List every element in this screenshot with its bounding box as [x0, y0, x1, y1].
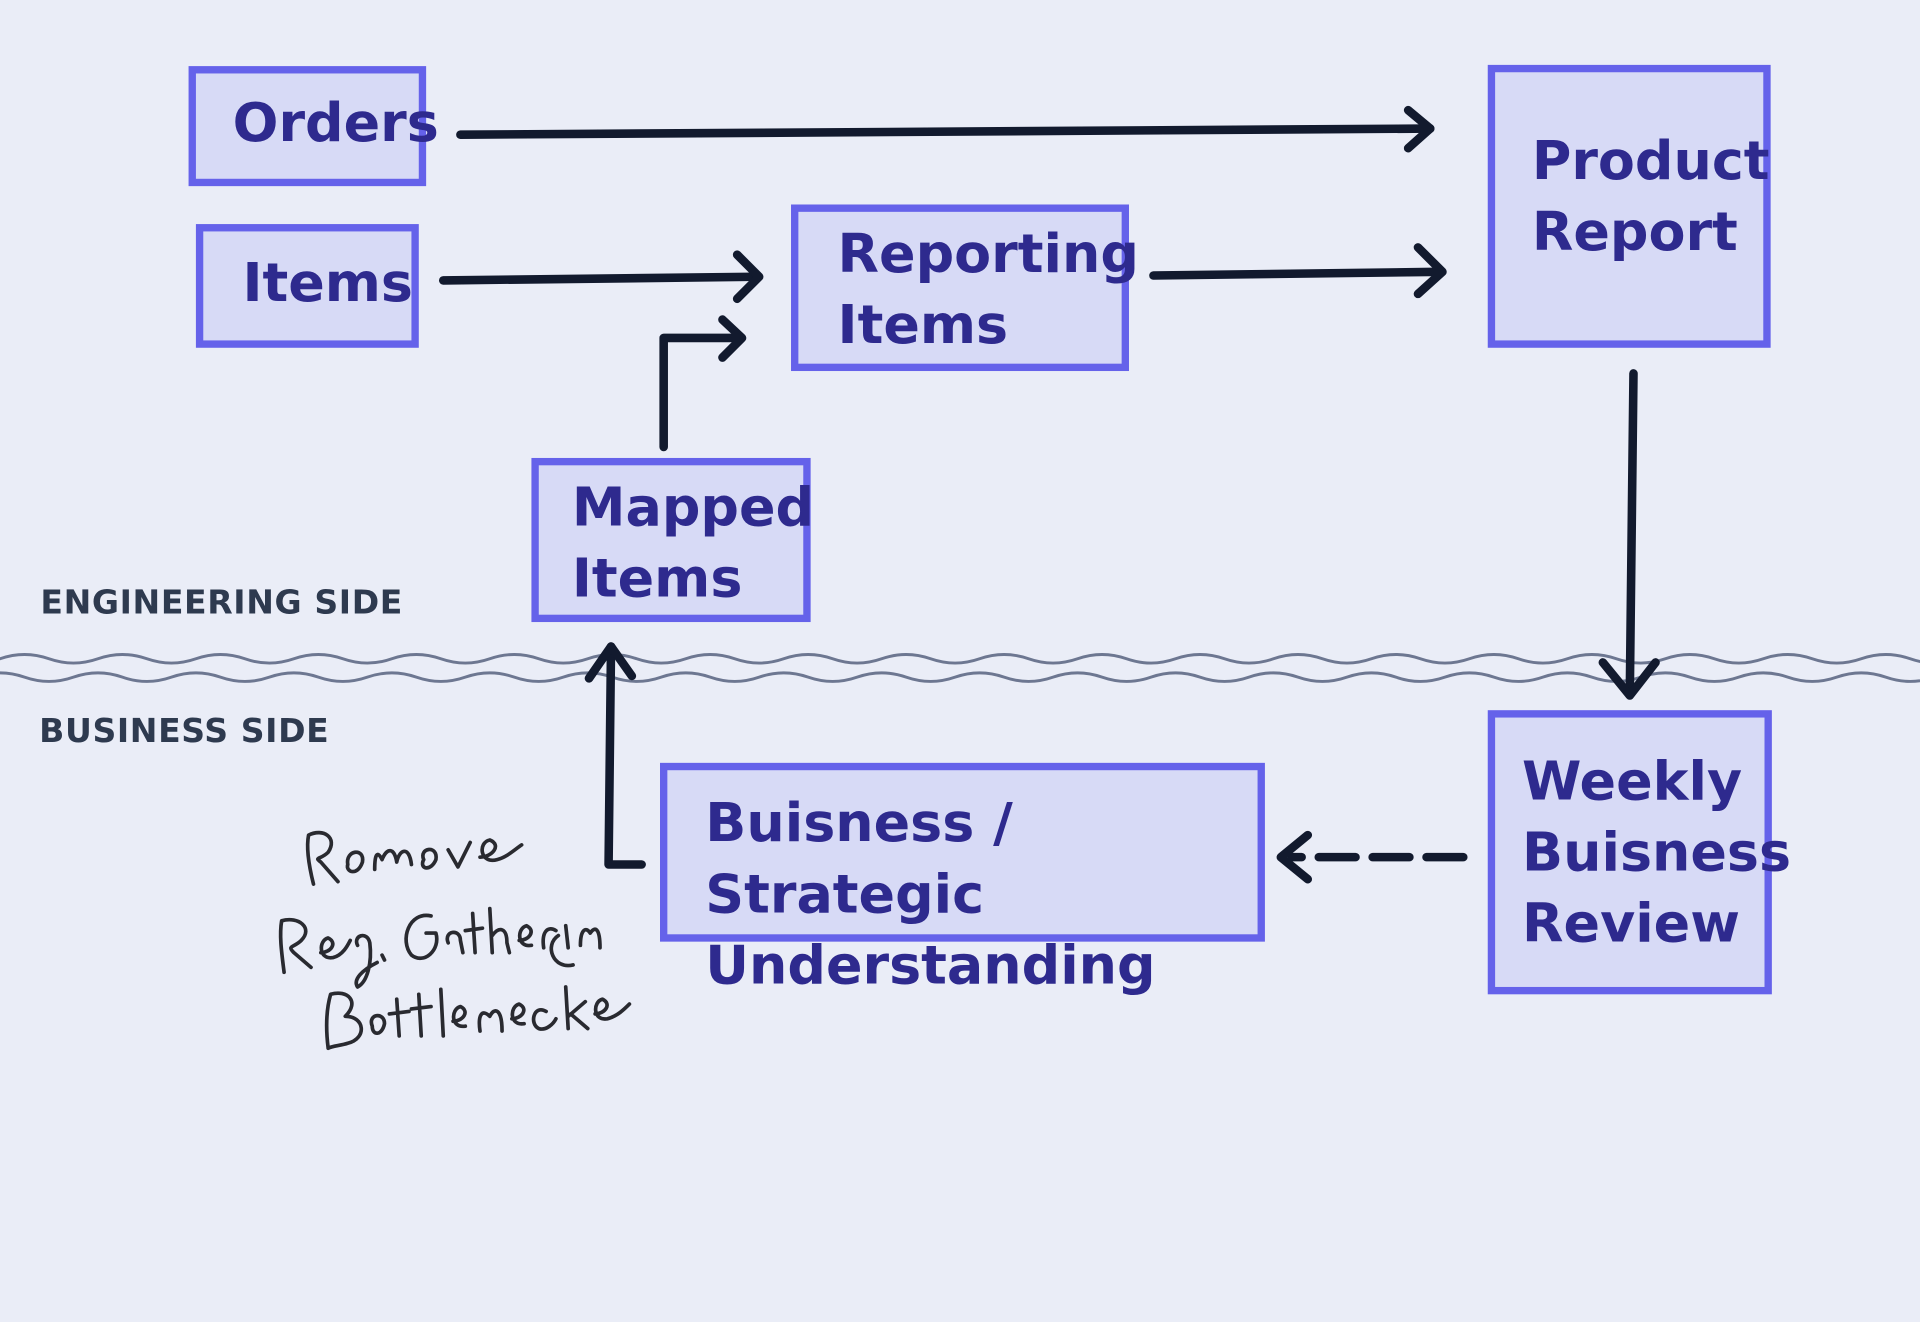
arrow-business-to-mapped-items [604, 642, 646, 869]
engineering-side-label: ENGINEERING SIDE [40, 584, 403, 623]
node-product-report: Product Report [1487, 64, 1771, 348]
arrow-orders-to-product-report [456, 124, 1435, 139]
handwritten-note-drawing [278, 830, 632, 1051]
node-orders: Orders [188, 66, 439, 187]
node-weekly-review: Weekly Buisness Review [1487, 710, 1791, 995]
arrowhead-items [732, 250, 764, 304]
node-items: Items [195, 224, 419, 348]
arrow-reporting-to-product-report [1149, 267, 1445, 280]
arrowhead-orders [1403, 105, 1435, 153]
node-reporting-items: Reporting Items [791, 204, 1139, 372]
arrow-mapped-to-reporting-items [659, 333, 744, 452]
arrowhead-business [584, 642, 637, 683]
node-business-understanding: Buisness / Strategic Understanding [660, 762, 1265, 997]
arrowhead-product-report [1598, 658, 1660, 700]
node-mapped-items: Mapped Items [531, 457, 814, 623]
arrow-items-to-reporting-items [438, 272, 762, 285]
diagram-edges [0, 105, 1920, 1051]
arrowhead-mapped [718, 315, 747, 362]
arrow-product-report-to-weekly-review [1625, 369, 1638, 698]
arrowhead-reporting [1413, 243, 1447, 299]
business-side-label: BUSINESS SIDE [39, 712, 330, 751]
arrowhead-weekly [1276, 830, 1313, 884]
